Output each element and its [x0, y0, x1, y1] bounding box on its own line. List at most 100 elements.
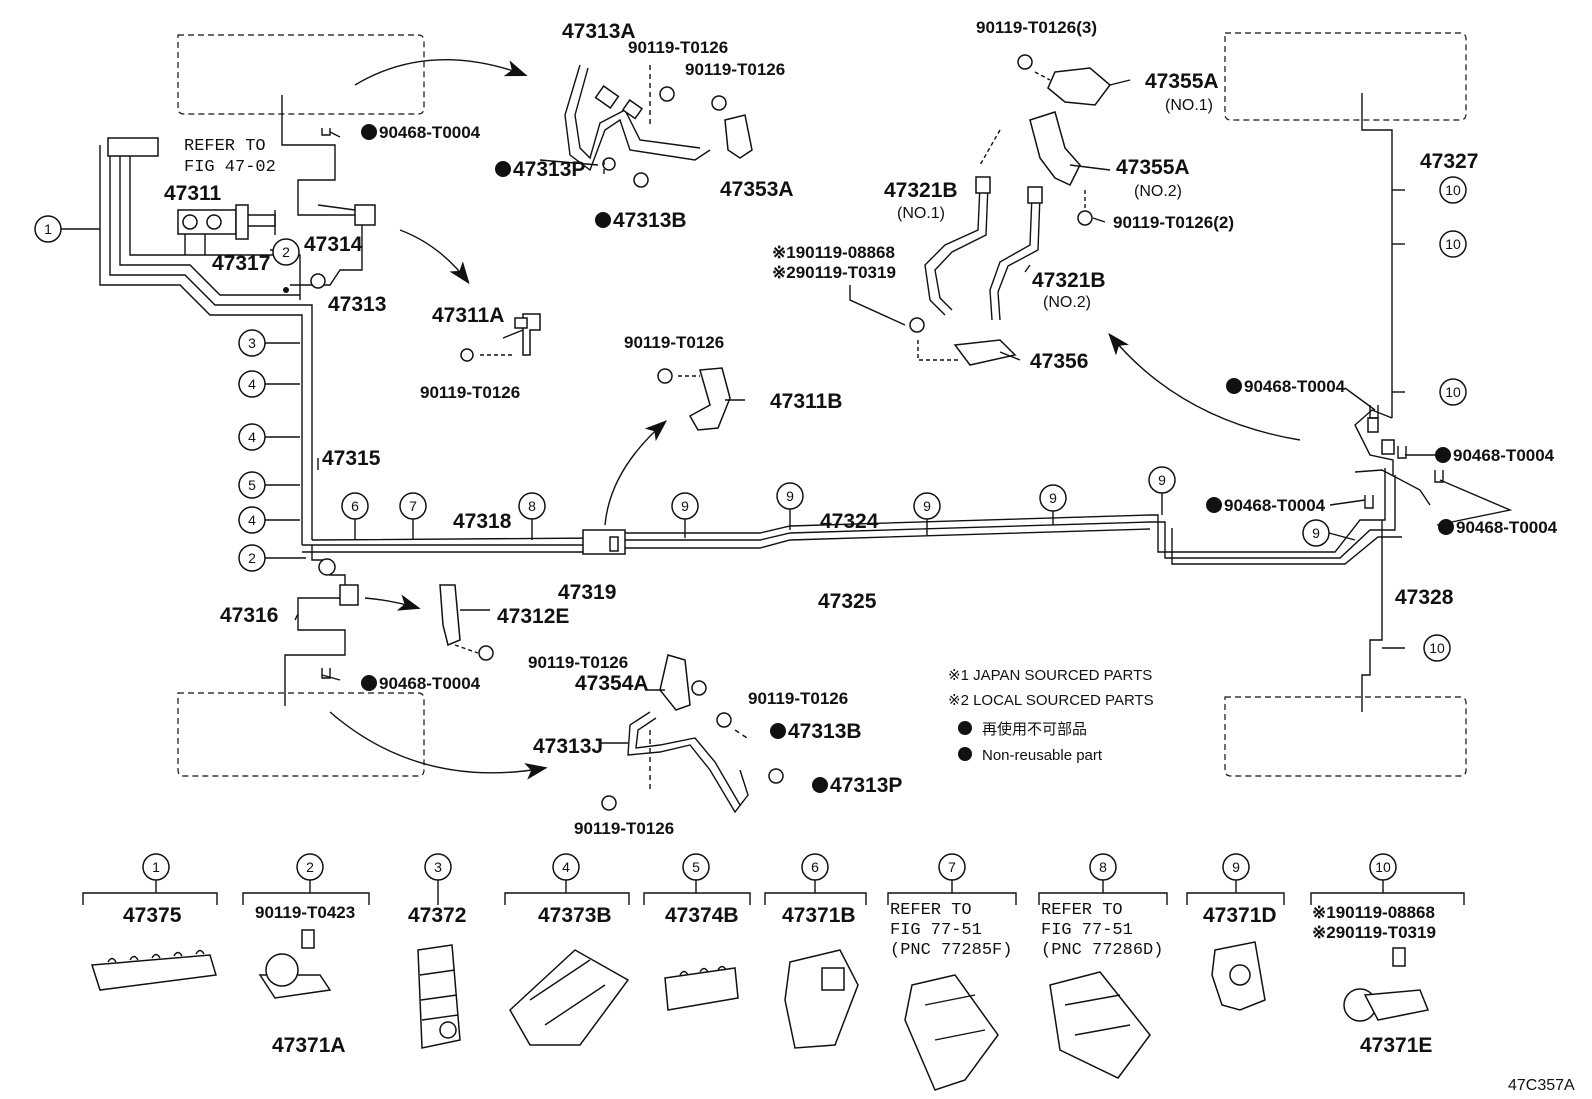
- callout-4: 4: [238, 506, 266, 534]
- svg-text:47315: 47315: [322, 447, 381, 470]
- svg-text:4: 4: [248, 429, 256, 445]
- svg-text:90468-T0004: 90468-T0004: [1244, 377, 1346, 396]
- svg-text:(NO.2): (NO.2): [1043, 294, 1091, 311]
- svg-text:47317: 47317: [212, 252, 270, 275]
- svg-text:47355A: 47355A: [1145, 70, 1219, 93]
- rear-outline-bottom: [1224, 696, 1467, 777]
- svg-text:8: 8: [528, 498, 536, 514]
- legend-item-5: 5 47374B: [643, 853, 751, 1011]
- bracket-47312E: [439, 584, 494, 661]
- svg-text:(NO.1): (NO.1): [1165, 97, 1213, 114]
- svg-text:47316: 47316: [220, 604, 278, 627]
- pipe-47314: [281, 95, 363, 286]
- svg-text:FIG 77-51: FIG 77-51: [1041, 921, 1133, 940]
- svg-text:4: 4: [562, 859, 570, 875]
- svg-text:47371E: 47371E: [1360, 1034, 1432, 1057]
- svg-text:90119-T0126: 90119-T0126: [420, 383, 520, 402]
- svg-text:90468-T0004: 90468-T0004: [379, 674, 481, 693]
- svg-text:47318: 47318: [453, 510, 512, 533]
- svg-text:6: 6: [351, 498, 359, 514]
- svg-text:REFER TO: REFER TO: [184, 137, 266, 156]
- svg-text:90468-T0004: 90468-T0004: [1456, 518, 1558, 537]
- callout-1: 1: [34, 215, 62, 243]
- pipe-47328: [1361, 520, 1383, 712]
- svg-text:47354A: 47354A: [575, 672, 649, 695]
- diagram-id: 47C357A: [1508, 1077, 1575, 1094]
- svg-text:9: 9: [1312, 525, 1320, 541]
- svg-text:47313P: 47313P: [830, 774, 902, 797]
- svg-text:1: 1: [44, 221, 52, 237]
- callout-10: 10: [1439, 230, 1467, 258]
- svg-text:47313J: 47313J: [533, 735, 603, 758]
- rear-outline-top: [1224, 32, 1467, 121]
- svg-text:47324: 47324: [820, 510, 879, 533]
- leader-lines: [60, 79, 1513, 744]
- svg-text:47313A: 47313A: [562, 20, 636, 43]
- svg-text:90119-T0126: 90119-T0126: [574, 819, 674, 838]
- svg-text:Non-reusable part: Non-reusable part: [982, 747, 1103, 764]
- svg-text:47373B: 47373B: [538, 904, 612, 927]
- svg-text:9: 9: [681, 498, 689, 514]
- front-outline-top: [177, 34, 425, 115]
- svg-text:90119-T0126: 90119-T0126: [624, 333, 724, 352]
- front-outline-bottom: [177, 692, 425, 777]
- callout-6: 6: [341, 492, 369, 520]
- callout-10: 10: [1439, 176, 1467, 204]
- callout-10: 10: [1439, 378, 1467, 406]
- bracket-47311A: [460, 313, 541, 362]
- svg-text:47314: 47314: [304, 233, 363, 256]
- svg-text:REFER TO: REFER TO: [1041, 901, 1123, 920]
- legend-item-6: 6 47371B: [764, 853, 867, 1049]
- svg-text:※190119-08868: ※190119-08868: [772, 243, 895, 262]
- legend-item-1: 1 47375: [82, 853, 218, 991]
- pipe-main-47318-47324: [302, 468, 1402, 565]
- arrow-to-47311A: [399, 229, 470, 285]
- svg-text:47311B: 47311B: [770, 390, 842, 413]
- svg-text:10: 10: [1445, 236, 1461, 252]
- svg-text:47372: 47372: [408, 904, 466, 927]
- svg-text:47371A: 47371A: [272, 1034, 346, 1057]
- bracket-47311B: [657, 367, 731, 431]
- svg-text:90119-T0126: 90119-T0126: [685, 60, 785, 79]
- svg-text:90119-T0126: 90119-T0126: [628, 38, 728, 57]
- arrow-to-47311B: [604, 420, 668, 526]
- svg-text:47313: 47313: [328, 293, 386, 316]
- svg-text:47374B: 47374B: [665, 904, 739, 927]
- svg-text:5: 5: [248, 477, 256, 493]
- svg-text:90119-T0126(2): 90119-T0126(2): [1113, 213, 1234, 232]
- callout-3: 3: [238, 329, 266, 357]
- svg-text:1: 1: [152, 859, 160, 875]
- svg-text:4: 4: [248, 512, 256, 528]
- svg-text:47355A: 47355A: [1116, 156, 1190, 179]
- callouts: 1 2 2 3 4 4 5 4 6 7 8 9 9 9 9 9 9 10 10 …: [34, 176, 1467, 662]
- master-cylinder-47311: [177, 204, 276, 255]
- svg-text:9: 9: [1049, 490, 1057, 506]
- arrow-to-47313J: [329, 711, 548, 780]
- svg-text:90119-T0126: 90119-T0126: [528, 653, 628, 672]
- svg-text:※290119-T0319: ※290119-T0319: [772, 263, 896, 282]
- legend-item-10: 10 ※190119-08868 ※290119-T0319 47371E: [1310, 853, 1465, 1057]
- svg-text:47327: 47327: [1420, 150, 1478, 173]
- svg-text:※190119-08868: ※190119-08868: [1312, 903, 1435, 922]
- svg-text:47311: 47311: [164, 182, 222, 205]
- pipe-47327: [1361, 93, 1393, 418]
- legend-item-7: 7 REFER TO FIG 77-51 (PNC 77285F): [887, 853, 1017, 1091]
- svg-text:3: 3: [248, 335, 256, 351]
- svg-text:47311A: 47311A: [432, 304, 504, 327]
- arrow-to-47313A: [354, 58, 528, 86]
- callout-9: 9: [1148, 466, 1176, 494]
- notes: ※1 JAPAN SOURCED PARTS ※2 LOCAL SOURCED …: [948, 667, 1154, 764]
- callout-2: 2: [272, 238, 300, 266]
- svg-text:9: 9: [1158, 472, 1166, 488]
- legend-item-2: 2 90119-T0423 47371A: [242, 853, 370, 1057]
- svg-text:(PNC 77285F): (PNC 77285F): [890, 941, 1012, 960]
- arrow-to-47356: [1108, 332, 1301, 441]
- svg-text:REFER TO: REFER TO: [890, 901, 972, 920]
- svg-text:※290119-T0319: ※290119-T0319: [1312, 923, 1436, 942]
- svg-text:90119-T0126(3): 90119-T0126(3): [976, 18, 1097, 37]
- svg-text:9: 9: [923, 498, 931, 514]
- svg-text:47321B: 47321B: [1032, 269, 1106, 292]
- svg-text:47319: 47319: [558, 581, 616, 604]
- svg-text:2: 2: [306, 859, 314, 875]
